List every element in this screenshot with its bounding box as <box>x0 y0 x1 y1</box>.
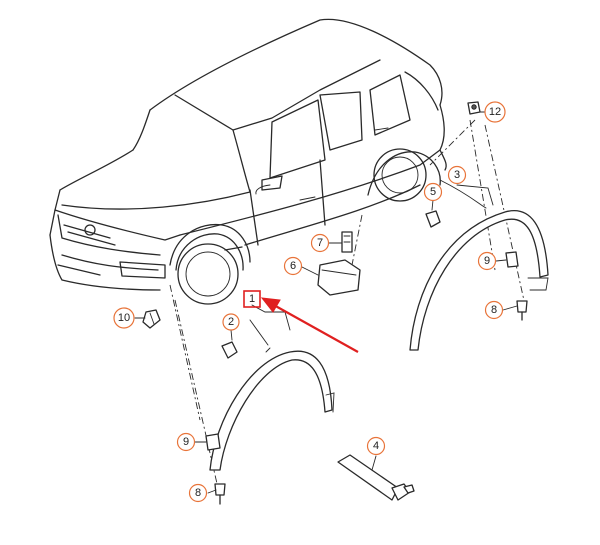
callout-9: 9 <box>477 251 497 271</box>
callout-label: 10 <box>118 312 130 324</box>
rear-wheel-arch-trim-icon <box>409 210 549 351</box>
callout-7: 7 <box>310 233 330 253</box>
callout-label: 9 <box>183 436 189 448</box>
callout-9: 9 <box>176 432 196 452</box>
callout-ring <box>447 165 467 185</box>
callout-label: 9 <box>484 255 490 267</box>
callout-label: 6 <box>290 260 296 272</box>
callout-4: 4 <box>366 436 386 456</box>
callout-label: 7 <box>317 237 323 249</box>
callout-ring <box>113 307 135 329</box>
callout-ring <box>477 251 497 271</box>
callout-12: 12 <box>484 101 506 123</box>
screw-icon <box>214 300 528 505</box>
callout-ring <box>310 233 330 253</box>
callout-ring <box>366 436 386 456</box>
callout-3: 3 <box>447 165 467 185</box>
callout-label: 8 <box>491 304 497 316</box>
sealant-tube-icon <box>337 454 415 501</box>
callout-10: 10 <box>113 307 135 329</box>
front-wheel-arch-trim-icon <box>209 347 335 471</box>
clip-icon <box>142 101 519 451</box>
callout-ring <box>423 182 443 202</box>
callout-label: 3 <box>454 169 460 181</box>
callout-label: 12 <box>489 106 501 118</box>
callout-label: 5 <box>430 186 436 198</box>
callout-label: 8 <box>195 487 201 499</box>
callout-6: 6 <box>283 256 303 276</box>
callout-8: 8 <box>484 300 504 320</box>
highlight-box <box>243 290 261 308</box>
callout-ring <box>283 256 303 276</box>
callout-label: 1 <box>249 293 255 305</box>
callout-label: 2 <box>228 316 234 328</box>
callout-ring <box>484 300 504 320</box>
callout-ring <box>188 483 208 503</box>
callout-leaders <box>134 111 518 494</box>
callout-ring <box>222 313 240 331</box>
arrow-icon <box>260 297 359 353</box>
callout-ring <box>176 432 196 452</box>
bracket-icon <box>317 231 361 296</box>
callout-ring <box>484 101 506 123</box>
callout-1: 1 <box>249 293 255 305</box>
callout-5: 5 <box>423 182 443 202</box>
highlight-callout-1 <box>243 290 261 308</box>
callout-label: 4 <box>373 440 379 452</box>
callout-8: 8 <box>188 483 208 503</box>
vehicle-icon <box>49 18 447 305</box>
callout-2: 2 <box>222 313 240 331</box>
